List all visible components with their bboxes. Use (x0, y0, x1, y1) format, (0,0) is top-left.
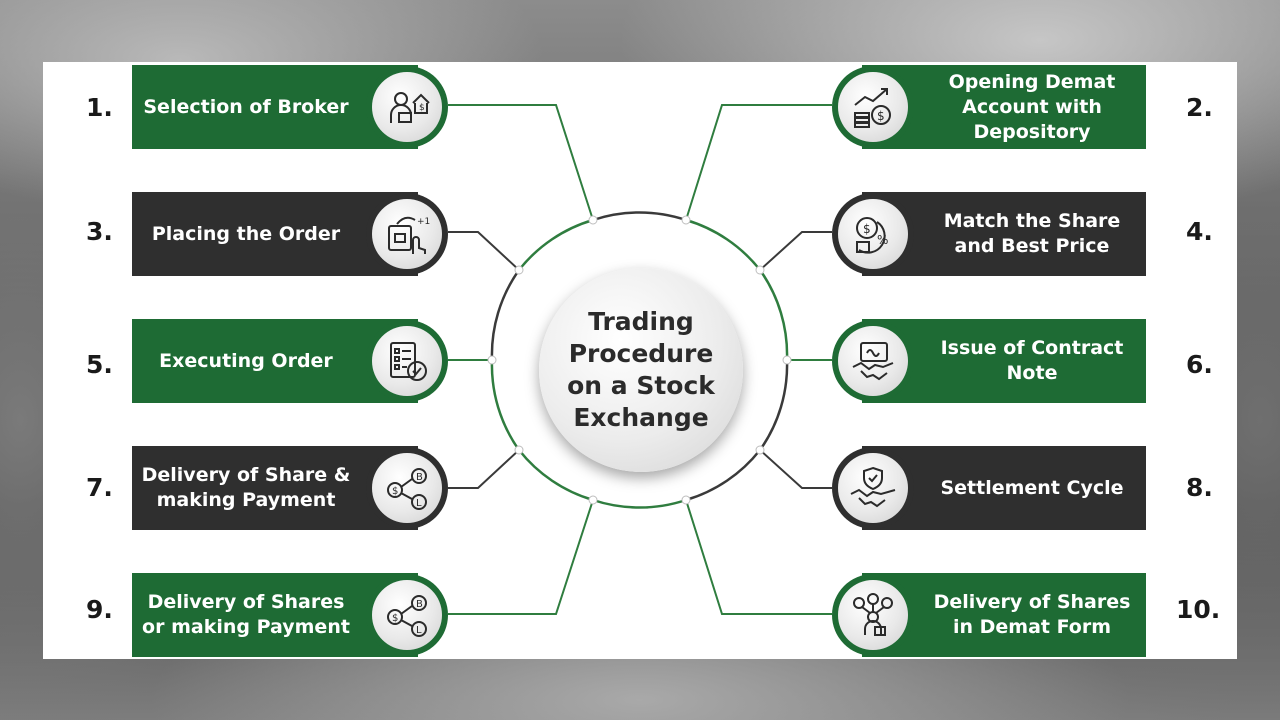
step-5-label: Executing Order (159, 349, 333, 372)
svg-text:$: $ (877, 109, 885, 123)
checklist-gear-icon (390, 342, 427, 381)
step-7-number: 7. (86, 473, 113, 502)
money-growth-icon: $ (854, 88, 891, 128)
step-3-number: 3. (86, 217, 113, 246)
step-3-icon-ring: +1 (366, 193, 448, 275)
step-6-box: Issue of Contract Note (862, 319, 1146, 403)
svg-text:L: L (416, 625, 422, 636)
step-2-label: Opening Demat Account with Depository (948, 70, 1116, 143)
step-10-icon-ring (832, 574, 914, 656)
step-8-label: Settlement Cycle (940, 476, 1124, 499)
step-10-number: 10. (1176, 595, 1221, 624)
distribution-icon (853, 593, 893, 636)
center-hub: Trading Procedure on a Stock Exchange (539, 268, 743, 472)
step-6-number: 6. (1186, 350, 1213, 379)
svg-text:$: $ (419, 103, 425, 113)
step-6-icon-ring (832, 320, 914, 402)
step-6-label: Issue of Contract Note (940, 337, 1124, 384)
step-10-box: Delivery of Shares in Demat Form (862, 573, 1146, 657)
step-7-label: Delivery of Share & making Payment (141, 464, 351, 511)
step-1-label: Selection of Broker (143, 95, 349, 118)
secure-handshake-icon (850, 466, 896, 508)
step-4-label: Match the Share and Best Price (943, 210, 1121, 257)
svg-text:B: B (416, 599, 423, 610)
svg-text:$: $ (392, 613, 398, 624)
contract-handshake-icon (852, 342, 894, 381)
svg-text:L: L (416, 498, 422, 509)
step-7-icon-ring: $ B L (366, 447, 448, 529)
step-3-label: Placing the Order (151, 222, 341, 245)
svg-text:$: $ (392, 486, 398, 497)
price-match-icon: $ % (856, 217, 888, 254)
step-9-label: Delivery of Shares or making Payment (142, 591, 350, 638)
currency-exchange-icon: $ B L (387, 468, 427, 510)
center-title: Trading Procedure on a Stock Exchange (567, 307, 715, 432)
svg-text:B: B (416, 472, 423, 483)
currency-exchange-icon: $ B L (387, 595, 427, 637)
step-9-number: 9. (86, 595, 113, 624)
step-5-icon-ring (366, 320, 448, 402)
step-8-icon-ring (832, 447, 914, 529)
step-2-icon-ring: $ (832, 66, 914, 148)
broker-icon: $ (390, 92, 430, 123)
step-5-number: 5. (86, 350, 113, 379)
step-10-label: Delivery of Shares in Demat Form (933, 591, 1131, 638)
svg-text:%: % (877, 233, 888, 247)
order-tap-icon: +1 (388, 216, 430, 254)
step-4-icon-ring: $ % (832, 193, 914, 275)
step-1-icon-ring: $ (366, 66, 448, 148)
step-9-icon-ring: $ B L (366, 574, 448, 656)
step-2-number: 2. (1186, 93, 1213, 122)
step-8-number: 8. (1186, 473, 1213, 502)
step-4-number: 4. (1186, 217, 1213, 246)
svg-text:$: $ (863, 222, 871, 236)
step-1-number: 1. (86, 93, 113, 122)
svg-text:+1: +1 (417, 217, 430, 227)
